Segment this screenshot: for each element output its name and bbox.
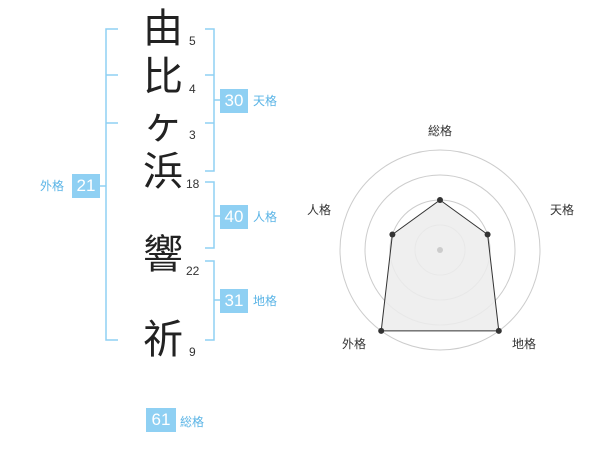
- gaikaku-label: 外格: [40, 179, 65, 193]
- tenkaku-label: 天格: [253, 94, 278, 108]
- radar-point: [389, 231, 396, 238]
- radar-point: [437, 197, 443, 203]
- chikaku-bracket: [205, 260, 215, 341]
- radar-label-jinkaku: 人格: [307, 203, 332, 217]
- name-char-1: 由: [143, 6, 183, 52]
- name-char-3: ヶ: [143, 102, 183, 148]
- stroke-count-5: 22: [186, 264, 200, 278]
- name-char-2: 比: [143, 54, 183, 100]
- radar-ring: [339, 149, 541, 351]
- name-char-5: 響: [143, 232, 183, 278]
- stroke-count-2: 4: [189, 82, 196, 96]
- radar-label-gaikaku: 外格: [342, 337, 367, 351]
- radar-label-soukaku: 総格: [428, 124, 453, 138]
- stroke-count-1: 5: [189, 34, 196, 48]
- stroke-count-3: 3: [189, 128, 196, 142]
- stroke-count-4: 18: [186, 177, 200, 191]
- radar-point: [378, 327, 385, 334]
- soukaku-value-badge: 61: [146, 408, 176, 432]
- name-char-6: 祈: [143, 317, 183, 363]
- chikaku-value-badge: 31: [220, 289, 248, 313]
- radar-chart: [339, 149, 541, 351]
- jinkaku-bracket: [205, 181, 215, 249]
- radar-area: [380, 199, 500, 332]
- gaikaku-value-badge: 21: [72, 174, 100, 198]
- jinkaku-value-badge: 40: [220, 205, 248, 229]
- name-char-4: 浜: [143, 149, 183, 195]
- soukaku-label: 総格: [180, 415, 205, 429]
- stroke-count-6: 9: [189, 345, 196, 359]
- radar-label-tenkaku: 天格: [550, 203, 575, 217]
- radar-label-chikaku: 地格: [512, 337, 537, 351]
- radar-center: [437, 247, 443, 253]
- jinkaku-label: 人格: [253, 210, 278, 224]
- gaikaku-bracket: [105, 28, 118, 341]
- tenkaku-bracket: [205, 28, 215, 172]
- radar-point: [484, 231, 491, 238]
- chikaku-label: 地格: [253, 294, 278, 308]
- tenkaku-value-badge: 30: [220, 89, 248, 113]
- radar-point: [495, 327, 502, 334]
